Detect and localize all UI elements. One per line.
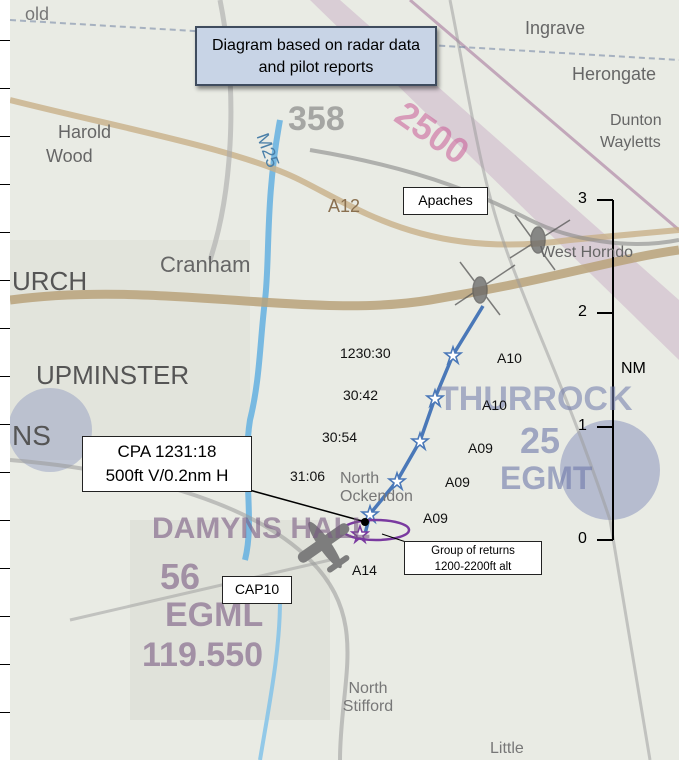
map-label-little: Little <box>490 740 524 757</box>
altitude-label-1: A10 <box>497 350 522 366</box>
map-background: old Ingrave Herongate Dunton Wayletts Ha… <box>10 0 679 760</box>
scale-tick-2: 2 <box>578 303 587 320</box>
scale-bar <box>597 199 614 541</box>
map-label-egmt: EGMT <box>500 460 593 496</box>
map-label-upminster: UPMINSTER <box>36 360 190 390</box>
map-label-56: 56 <box>160 556 201 597</box>
scale-tick-1: 1 <box>578 417 587 434</box>
map-label-west-horndon: West Horndo <box>540 244 634 261</box>
scale-tick-3: 3 <box>578 190 587 207</box>
group-returns-box: Group of returns 1200-2200ft alt <box>404 541 542 575</box>
map-label-25: 25 <box>520 420 561 461</box>
altitude-label-5: A09 <box>423 510 448 526</box>
title-box: Diagram based on radar data and pilot re… <box>195 26 437 86</box>
time-label-1: 1230:30 <box>340 345 391 361</box>
track-markers <box>349 344 464 545</box>
apaches-label: Apaches <box>403 187 488 215</box>
scale-tick-0: 0 <box>578 530 587 547</box>
map-label-cranham: Cranham <box>160 252 251 277</box>
cap10-label: CAP10 <box>222 576 292 604</box>
map-label-ns: NS <box>12 420 51 451</box>
apache-helicopter-icon-1 <box>509 214 571 271</box>
title-line-1: Diagram based on radar data <box>211 37 421 54</box>
map-label-thurrock: THURROCK <box>438 380 633 418</box>
map-label-dunton: Dunton <box>610 112 662 129</box>
cpa-line-2: 500ft V/0.2nm H <box>105 466 229 485</box>
time-label-3: 30:54 <box>322 429 358 445</box>
scale-unit: NM <box>621 360 646 377</box>
map-label-urch: URCH <box>12 266 88 296</box>
altitude-label-3: A09 <box>468 440 493 456</box>
apache-helicopter-icon-2 <box>454 261 516 316</box>
time-label-2: 30:42 <box>343 387 379 403</box>
altitude-label-4: A09 <box>445 474 470 490</box>
cpa-box: CPA 1231:18 500ft V/0.2nm H <box>82 436 252 492</box>
map-label-freq: 119.550 <box>142 636 264 674</box>
map-label-harold: Harold <box>58 122 112 142</box>
cpa-point <box>361 518 369 526</box>
map-label-358: 358 <box>288 100 345 138</box>
map-graphics <box>10 0 679 760</box>
map-label-old: old <box>25 4 50 24</box>
map-label-herongate: Herongate <box>572 64 657 84</box>
map-label-ingrave: Ingrave <box>525 18 586 38</box>
map-label-north-stifford: North Stifford <box>342 680 394 715</box>
altitude-label-2: A10 <box>482 397 507 413</box>
group-returns-line-2: 1200-2200ft alt <box>434 561 512 573</box>
map-label-damyns: DAMYNS HALL <box>152 512 371 545</box>
time-label-4: 31:06 <box>290 468 326 484</box>
map-label-wood: Wood <box>46 146 93 166</box>
group-returns-line-1: Group of returns <box>431 545 515 557</box>
title-line-2: and pilot reports <box>258 59 374 76</box>
map-label-north-ockendon: North Ockendon <box>340 470 413 505</box>
altitude-label-6: A14 <box>352 562 377 578</box>
map-label-wayletts: Wayletts <box>600 134 661 151</box>
map-label-a12: A12 <box>328 196 361 216</box>
cpa-line-1: CPA 1231:18 <box>117 442 217 461</box>
cap10-aircraft-icon <box>297 521 350 573</box>
